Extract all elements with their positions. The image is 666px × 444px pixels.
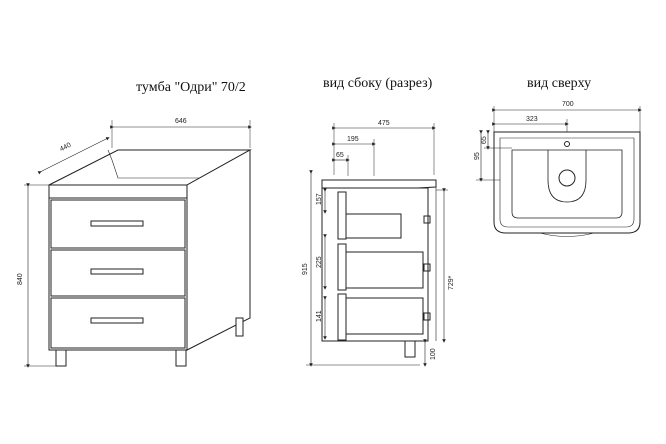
dim-depth-front: 440 <box>59 142 73 154</box>
top-view <box>476 106 642 237</box>
dim-h-100: 100 <box>430 348 437 360</box>
dim-depth-95: 95 <box>474 152 481 160</box>
drain-recess <box>547 150 587 203</box>
title-side-view: вид сбоку (разрез) <box>323 76 433 91</box>
dim-depth-65: 65 <box>481 136 488 144</box>
top-cutout <box>107 149 200 179</box>
dim-h-915: 915 <box>302 263 309 275</box>
leg-back-right <box>235 317 244 337</box>
tap-hole <box>564 141 570 147</box>
dim-offset-323: 323 <box>526 116 538 123</box>
dim-depth-side: 475 <box>378 120 390 127</box>
dim-width-front: 646 <box>175 118 187 125</box>
side-leg <box>404 340 416 358</box>
front-view <box>24 120 252 368</box>
dim-width-top: 700 <box>562 101 574 108</box>
basin-outline <box>493 131 641 234</box>
dim-offset-65: 65 <box>336 152 344 159</box>
side-view <box>306 123 448 367</box>
dim-h-729: 729* <box>448 275 455 290</box>
title-top-view: вид сверху <box>527 76 592 91</box>
drawer-handle-1 <box>90 220 144 227</box>
side-drawer-2 <box>344 251 424 289</box>
dim-h-157: 157 <box>316 193 323 205</box>
drawer-handle-3 <box>90 317 144 324</box>
title-front-view: тумба "Одри" 70/2 <box>136 80 246 95</box>
dim-h-225: 225 <box>316 256 323 268</box>
side-drawer-3 <box>344 297 424 335</box>
dim-h-141: 141 <box>316 310 323 322</box>
dim-offset-195: 195 <box>347 136 359 143</box>
side-drawer-1 <box>344 213 402 239</box>
drawer-2 <box>50 249 186 297</box>
drawer-1 <box>50 199 186 249</box>
leg-front-right <box>175 349 187 367</box>
bowl-outline <box>511 149 623 219</box>
dim-height-front: 840 <box>17 273 24 285</box>
drain-hole <box>558 169 576 187</box>
drawer-handle-2 <box>90 268 144 275</box>
leg-front-left <box>55 349 67 367</box>
